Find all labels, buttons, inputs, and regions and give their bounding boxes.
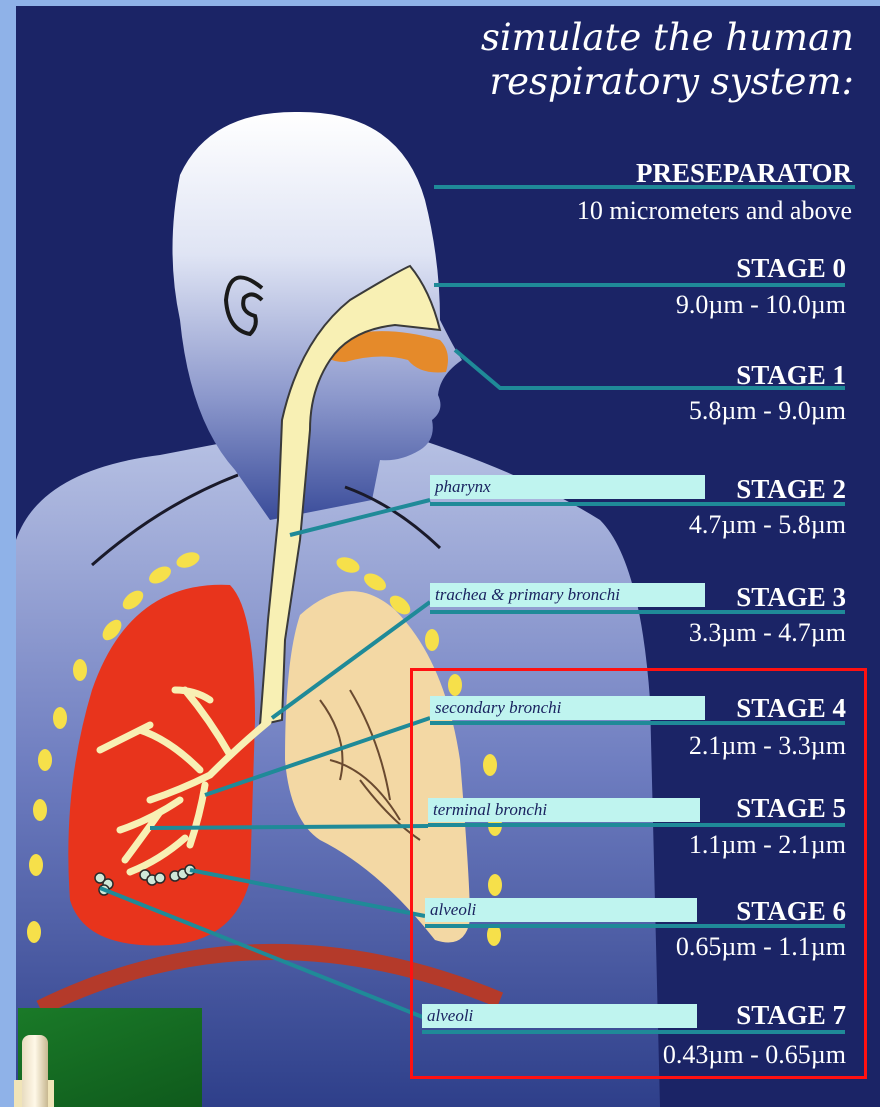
label-trachea-primary-bronchi: trachea & primary bronchi [430, 583, 705, 607]
headline-line-2: respiratory system: [489, 60, 854, 104]
preseparator-range: 10 micrometers and above [577, 196, 852, 226]
stage-2-underline [430, 502, 845, 506]
stage-2-title: STAGE 2 [736, 474, 846, 504]
impactor-photo-object [22, 1035, 48, 1107]
stage-0-range: 9.0µm - 10.0µm [676, 290, 846, 320]
stage-1-title: STAGE 1 [736, 360, 846, 390]
stage-0-title: STAGE 0 [736, 253, 846, 283]
stage-3-range: 3.3µm - 4.7µm [689, 618, 846, 648]
highlight-box-stages-4-7 [410, 668, 867, 1079]
stage-1-range: 5.8µm - 9.0µm [689, 396, 846, 426]
headline-line-1: simulate the human [481, 16, 854, 60]
label-pharynx: pharynx [430, 475, 705, 499]
preseparator-title: PRESEPARATOR [636, 158, 852, 188]
stage-3-title: STAGE 3 [736, 582, 846, 612]
stage-3-underline [430, 610, 845, 614]
stage-2-range: 4.7µm - 5.8µm [689, 510, 846, 540]
